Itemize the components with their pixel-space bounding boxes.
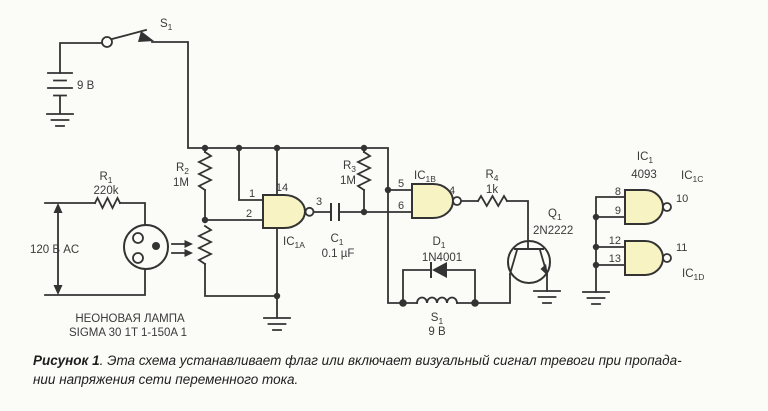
label-r4: R4 bbox=[485, 169, 498, 183]
pin-label-3: 3 bbox=[316, 196, 322, 208]
label-ic1-part: 4093 bbox=[631, 169, 657, 181]
nand-gate-ic1a bbox=[262, 194, 315, 229]
caption-line2: нии напряжения сети переменного тока. bbox=[33, 371, 299, 387]
figure-caption: Рисунок 1. Эта схема устанавливает флаг … bbox=[33, 352, 761, 389]
ground-icon-ic1a bbox=[263, 317, 291, 331]
resistor-r1-icon bbox=[93, 195, 122, 211]
ac-voltage-arrow bbox=[53, 203, 63, 295]
pin-label-10: 10 bbox=[676, 193, 688, 205]
label-r4-value: 1k bbox=[486, 184, 498, 196]
pin-label-8: 8 bbox=[615, 186, 621, 198]
transistor-q1-icon bbox=[507, 240, 551, 284]
label-ac-voltage: 120 В AC bbox=[30, 244, 79, 256]
label-c1: C1 bbox=[330, 233, 343, 247]
resistor-r2-icon bbox=[196, 150, 214, 192]
label-ic1d: IC1D bbox=[682, 268, 704, 282]
photoresistor-icon bbox=[196, 224, 214, 266]
label-neon-lamp-1: НЕОНОВАЯ ЛАМПА bbox=[75, 313, 185, 325]
light-arrows-icon bbox=[171, 240, 193, 257]
circuit-schematic: S1 9 В R1 220k 120 В AC НЕОНОВАЯ ЛАМПА S… bbox=[30, 18, 704, 339]
relay-coil-icon bbox=[416, 296, 458, 304]
battery-icon bbox=[47, 72, 73, 97]
circuit-wires bbox=[44, 41, 626, 319]
resistor-r3-icon bbox=[355, 150, 373, 192]
nand-gate-ic1b bbox=[411, 183, 462, 219]
label-d1-value: 1N4001 bbox=[422, 252, 462, 264]
label-r2: R2 bbox=[176, 162, 189, 176]
label-r3-value: 1M bbox=[340, 175, 356, 187]
pin-label-4: 4 bbox=[449, 185, 455, 197]
switch-s1-icon bbox=[101, 28, 154, 48]
label-q1-value: 2N2222 bbox=[533, 225, 573, 237]
nand-gate-ic1d bbox=[624, 240, 672, 276]
label-ic1a: IC1A bbox=[283, 236, 305, 250]
label-ic1b: IC1B bbox=[414, 170, 436, 184]
label-r2-value: 1M bbox=[173, 177, 189, 189]
pin-label-9: 9 bbox=[615, 205, 621, 217]
figure-label: Рисунок 1 bbox=[33, 353, 100, 368]
label-r1: R1 bbox=[99, 171, 112, 185]
junction-dots bbox=[201, 144, 600, 307]
pin-label-2: 2 bbox=[246, 208, 252, 220]
pin-label-1: 1 bbox=[249, 188, 255, 200]
ground-icon-battery bbox=[46, 113, 74, 127]
diode-d1-icon bbox=[430, 262, 447, 278]
nand-gate-ic1c bbox=[624, 189, 672, 225]
pin-label-14: 14 bbox=[276, 182, 288, 194]
label-r1-value: 220k bbox=[94, 185, 119, 197]
label-d1: D1 bbox=[432, 236, 445, 250]
pin-label-11: 11 bbox=[676, 242, 687, 254]
label-battery-value: 9 В bbox=[77, 80, 95, 92]
pin-label-6: 6 bbox=[398, 200, 404, 212]
label-r3: R3 bbox=[343, 160, 356, 174]
neon-lamp-icon bbox=[123, 224, 169, 270]
resistor-r4-icon bbox=[476, 194, 509, 208]
ground-icon-logic-inputs bbox=[582, 291, 610, 305]
label-c1-value: 0.1 µF bbox=[322, 248, 355, 260]
label-ic1: IC1 bbox=[637, 151, 654, 165]
label-relay-s1: S1 bbox=[431, 312, 444, 326]
caption-line1: . Эта схема устанавливает флаг или включ… bbox=[99, 353, 682, 368]
label-q1: Q1 bbox=[548, 208, 562, 222]
ground-icon-q1 bbox=[533, 290, 561, 304]
capacitor-c1-icon bbox=[330, 203, 340, 221]
label-relay-value: 9 В bbox=[428, 326, 446, 338]
label-neon-lamp-2: SIGMA 30 1T 1-150A 1 bbox=[69, 327, 187, 339]
label-ic1c: IC1C bbox=[681, 170, 703, 184]
pin-label-5: 5 bbox=[398, 178, 404, 190]
pin-label-13: 13 bbox=[609, 253, 621, 265]
pin-label-12: 12 bbox=[609, 235, 621, 247]
label-switch-s1: S1 bbox=[160, 18, 173, 32]
